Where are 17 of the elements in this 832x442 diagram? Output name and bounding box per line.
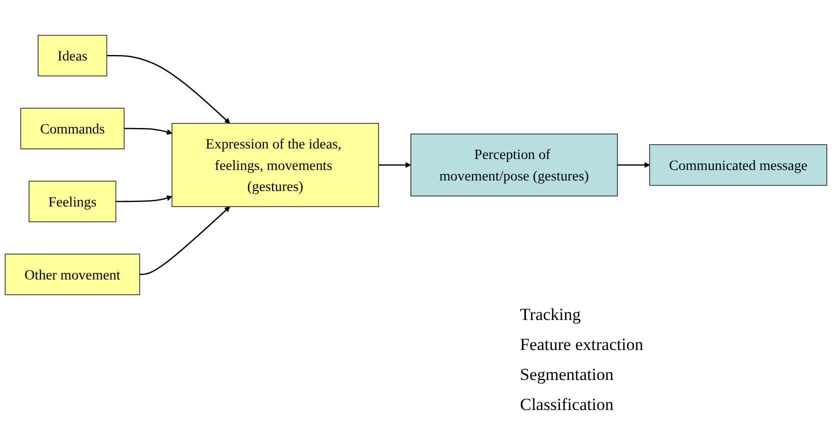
step-label: Classification [520, 394, 614, 416]
node-box: Commands [20, 108, 124, 150]
step-label: Segmentation [520, 364, 614, 386]
node-box: Communicated message [649, 144, 828, 186]
arrow [124, 128, 172, 135]
arrow [378, 162, 412, 168]
arrow [116, 195, 172, 202]
node-box: Feelings [28, 180, 116, 222]
step-label: Feature extraction [520, 334, 644, 356]
node-box: Ideas [38, 34, 108, 76]
node-box: Perception of movement/pose (gestures) [410, 134, 618, 196]
node-box: Other movement [4, 254, 140, 296]
arrow [617, 162, 650, 168]
node-box: Expression of the ideas, feelings, movements (gestures) [172, 123, 379, 207]
arrow [140, 206, 230, 276]
step-label: Tracking [520, 304, 581, 326]
arrow [106, 54, 230, 124]
